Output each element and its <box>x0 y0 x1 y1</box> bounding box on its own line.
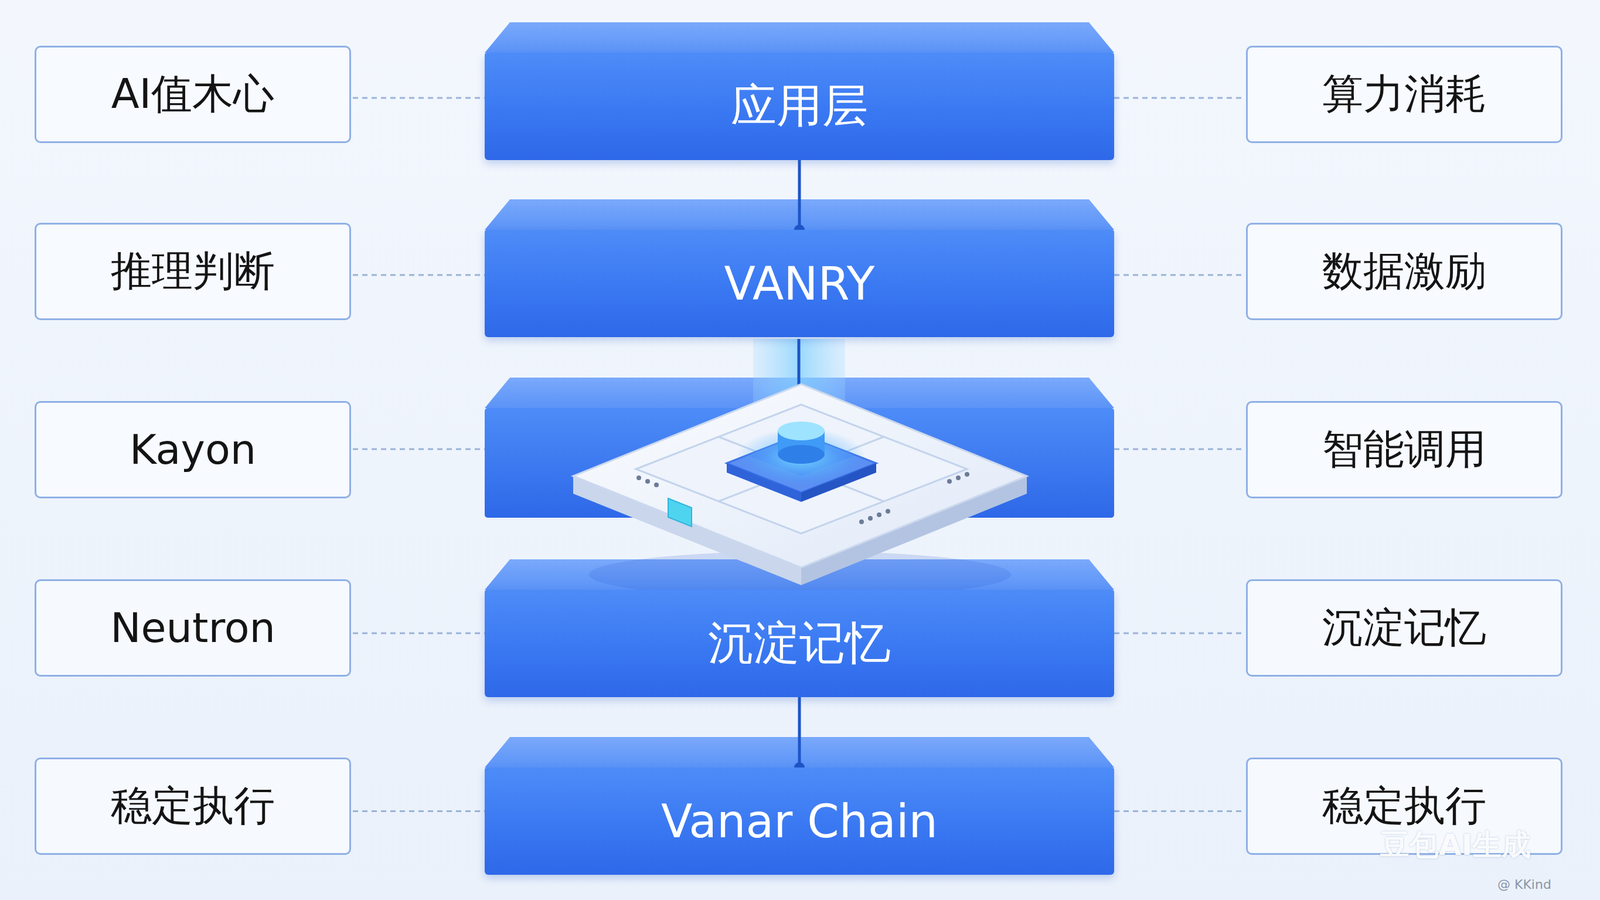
band-bevels <box>484 22 1115 768</box>
connector <box>352 97 485 99</box>
connector <box>352 810 485 812</box>
author-tag: @ KKind <box>1497 876 1552 892</box>
connector <box>1114 810 1245 812</box>
concept-box: 算力消耗 <box>1246 45 1563 144</box>
layer-name: Vanar Chain <box>661 794 938 848</box>
connector <box>352 274 485 276</box>
concept-label: AI值木心 <box>111 66 275 122</box>
concept-label: 算力消耗 <box>1322 66 1487 122</box>
concept-box: Neutron <box>34 579 352 677</box>
connector <box>794 696 805 773</box>
watermark: 豆包AI生成 <box>1380 825 1531 865</box>
concept-box: 沉淀记忆 <box>1246 579 1563 677</box>
connector <box>1114 97 1245 99</box>
concept-label: 沉淀记忆 <box>1322 600 1487 656</box>
chip-illustration <box>573 338 1027 598</box>
layer-band: 沉淀记忆 <box>484 589 1115 697</box>
layer-name: VANRY <box>724 257 876 311</box>
concept-label: Neutron <box>110 603 276 652</box>
concept-label: 数据激励 <box>1322 243 1487 299</box>
concept-box: AI值木心 <box>34 45 352 144</box>
layer-name: 沉淀记忆 <box>707 612 891 674</box>
layer-band: 应用层 <box>484 52 1115 160</box>
concept-box: 推理判断 <box>34 222 352 320</box>
concept-label: Kayon <box>129 425 257 474</box>
concept-label: 智能调用 <box>1322 421 1487 478</box>
concept-box: 稳定执行 <box>34 757 352 855</box>
connector <box>794 160 805 236</box>
connector <box>352 632 485 634</box>
layer-band: Vanar Chain <box>484 767 1115 875</box>
concept-box: Kayon <box>34 400 352 499</box>
concept-label: 推理判断 <box>110 243 275 299</box>
concept-label: 稳定执行 <box>110 778 275 834</box>
connector <box>1114 274 1245 276</box>
concept-box: 智能调用 <box>1246 400 1563 499</box>
concept-box: 数据激励 <box>1246 222 1563 320</box>
concept-label: 稳定执行 <box>1322 778 1487 834</box>
connector <box>1114 632 1245 634</box>
layer-name: 应用层 <box>730 75 868 138</box>
layer-band: VANRY <box>484 229 1115 337</box>
